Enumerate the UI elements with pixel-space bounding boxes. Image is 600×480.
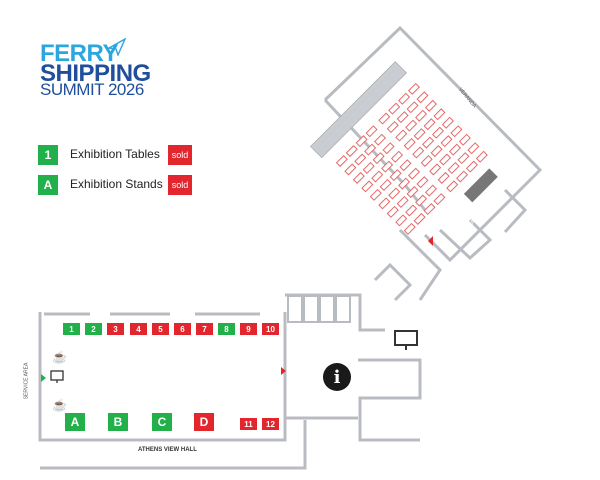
legend-sold-badge: sold — [168, 175, 192, 195]
logo-line-shipping: SHIPPING — [40, 60, 151, 87]
exhibition-table[interactable]: 4 — [130, 323, 147, 335]
exhibition-stand[interactable]: C — [152, 413, 172, 431]
entrance-arrow-icon — [281, 367, 286, 375]
service-area-label: SERVICE AREA — [23, 362, 30, 400]
logo-line-ferry: FERRY — [40, 40, 118, 67]
tv-screen-icon — [394, 330, 418, 350]
exhibition-table[interactable]: 3 — [107, 323, 124, 335]
exhibition-stand[interactable]: A — [65, 413, 85, 431]
legend-symbol-stand: A — [38, 175, 58, 195]
legend-label-stands: Exhibition Stands — [70, 177, 163, 191]
hall-label: ATHENS VIEW HALL — [138, 447, 197, 453]
logo-line-summit: SUMMIT 2026 — [40, 80, 144, 99]
exhibition-table[interactable]: 8 — [218, 323, 235, 335]
exhibition-table[interactable]: 9 — [240, 323, 257, 335]
exhibition-table[interactable]: 1 — [63, 323, 80, 335]
exhibition-table[interactable]: 5 — [152, 323, 169, 335]
exhibition-table[interactable]: 2 — [85, 323, 102, 335]
info-icon[interactable]: i — [323, 363, 351, 391]
av-desk-shape — [463, 168, 498, 203]
exhibition-table[interactable]: 11 — [240, 418, 257, 430]
coffee-cup-icon: ☕ — [52, 398, 67, 412]
service-arrow-icon — [41, 374, 46, 382]
exhibition-table[interactable]: 12 — [262, 418, 279, 430]
tv-screen-icon — [50, 370, 64, 383]
exhibition-table[interactable]: 6 — [174, 323, 191, 335]
legend-label-tables: Exhibition Tables — [70, 147, 160, 161]
exhibition-stand[interactable]: B — [108, 413, 128, 431]
exhibition-stand[interactable]: D — [194, 413, 214, 431]
legend-symbol-table: 1 — [38, 145, 58, 165]
legend-sold-badge: sold — [168, 145, 192, 165]
coffee-cup-icon: ☕ — [52, 350, 67, 364]
exhibition-table[interactable]: 7 — [196, 323, 213, 335]
paper-plane-icon — [108, 38, 126, 56]
entrance-arrow-icon — [428, 236, 433, 246]
exhibition-table[interactable]: 10 — [262, 323, 279, 335]
